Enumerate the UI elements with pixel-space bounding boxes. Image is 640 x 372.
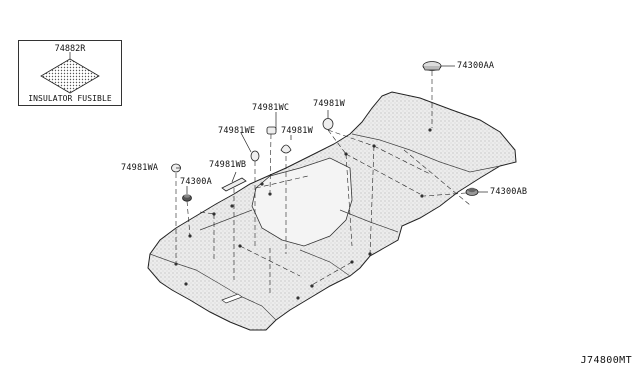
callout-74300AB: 74300AB	[490, 187, 528, 197]
part-74300AB	[465, 187, 479, 196]
callout-74300A: 74300A	[180, 177, 212, 187]
part-74981WC	[266, 126, 277, 135]
callout-74981W-mid: 74981W	[281, 126, 313, 136]
callout-74981WB: 74981WB	[209, 160, 247, 170]
callout-74981WE: 74981WE	[218, 126, 256, 136]
callout-74981WC: 74981WC	[252, 103, 290, 113]
part-74981WE	[250, 150, 260, 162]
inset-insulator-box: 74882R INSULATOR FUSIBLE	[18, 40, 122, 106]
callout-74981W-top: 74981W	[313, 99, 345, 109]
part-74981W-mid	[280, 144, 292, 154]
part-74981W-top	[322, 118, 334, 130]
diagram-id: J74800MT	[580, 355, 632, 366]
floor-carpet	[147, 91, 517, 331]
callout-74981WA: 74981WA	[121, 163, 159, 173]
inset-part-number: 74882R	[54, 44, 86, 54]
installation-guide-lines	[175, 71, 471, 296]
part-74300A	[182, 194, 192, 202]
inset-caption: INSULATOR FUSIBLE	[28, 94, 112, 103]
callout-74300AA: 74300AA	[457, 61, 495, 71]
leader-lines	[176, 65, 488, 194]
part-74981WB	[221, 177, 247, 192]
insulator-fusible-part	[40, 52, 100, 94]
part-74300AA	[422, 61, 442, 71]
